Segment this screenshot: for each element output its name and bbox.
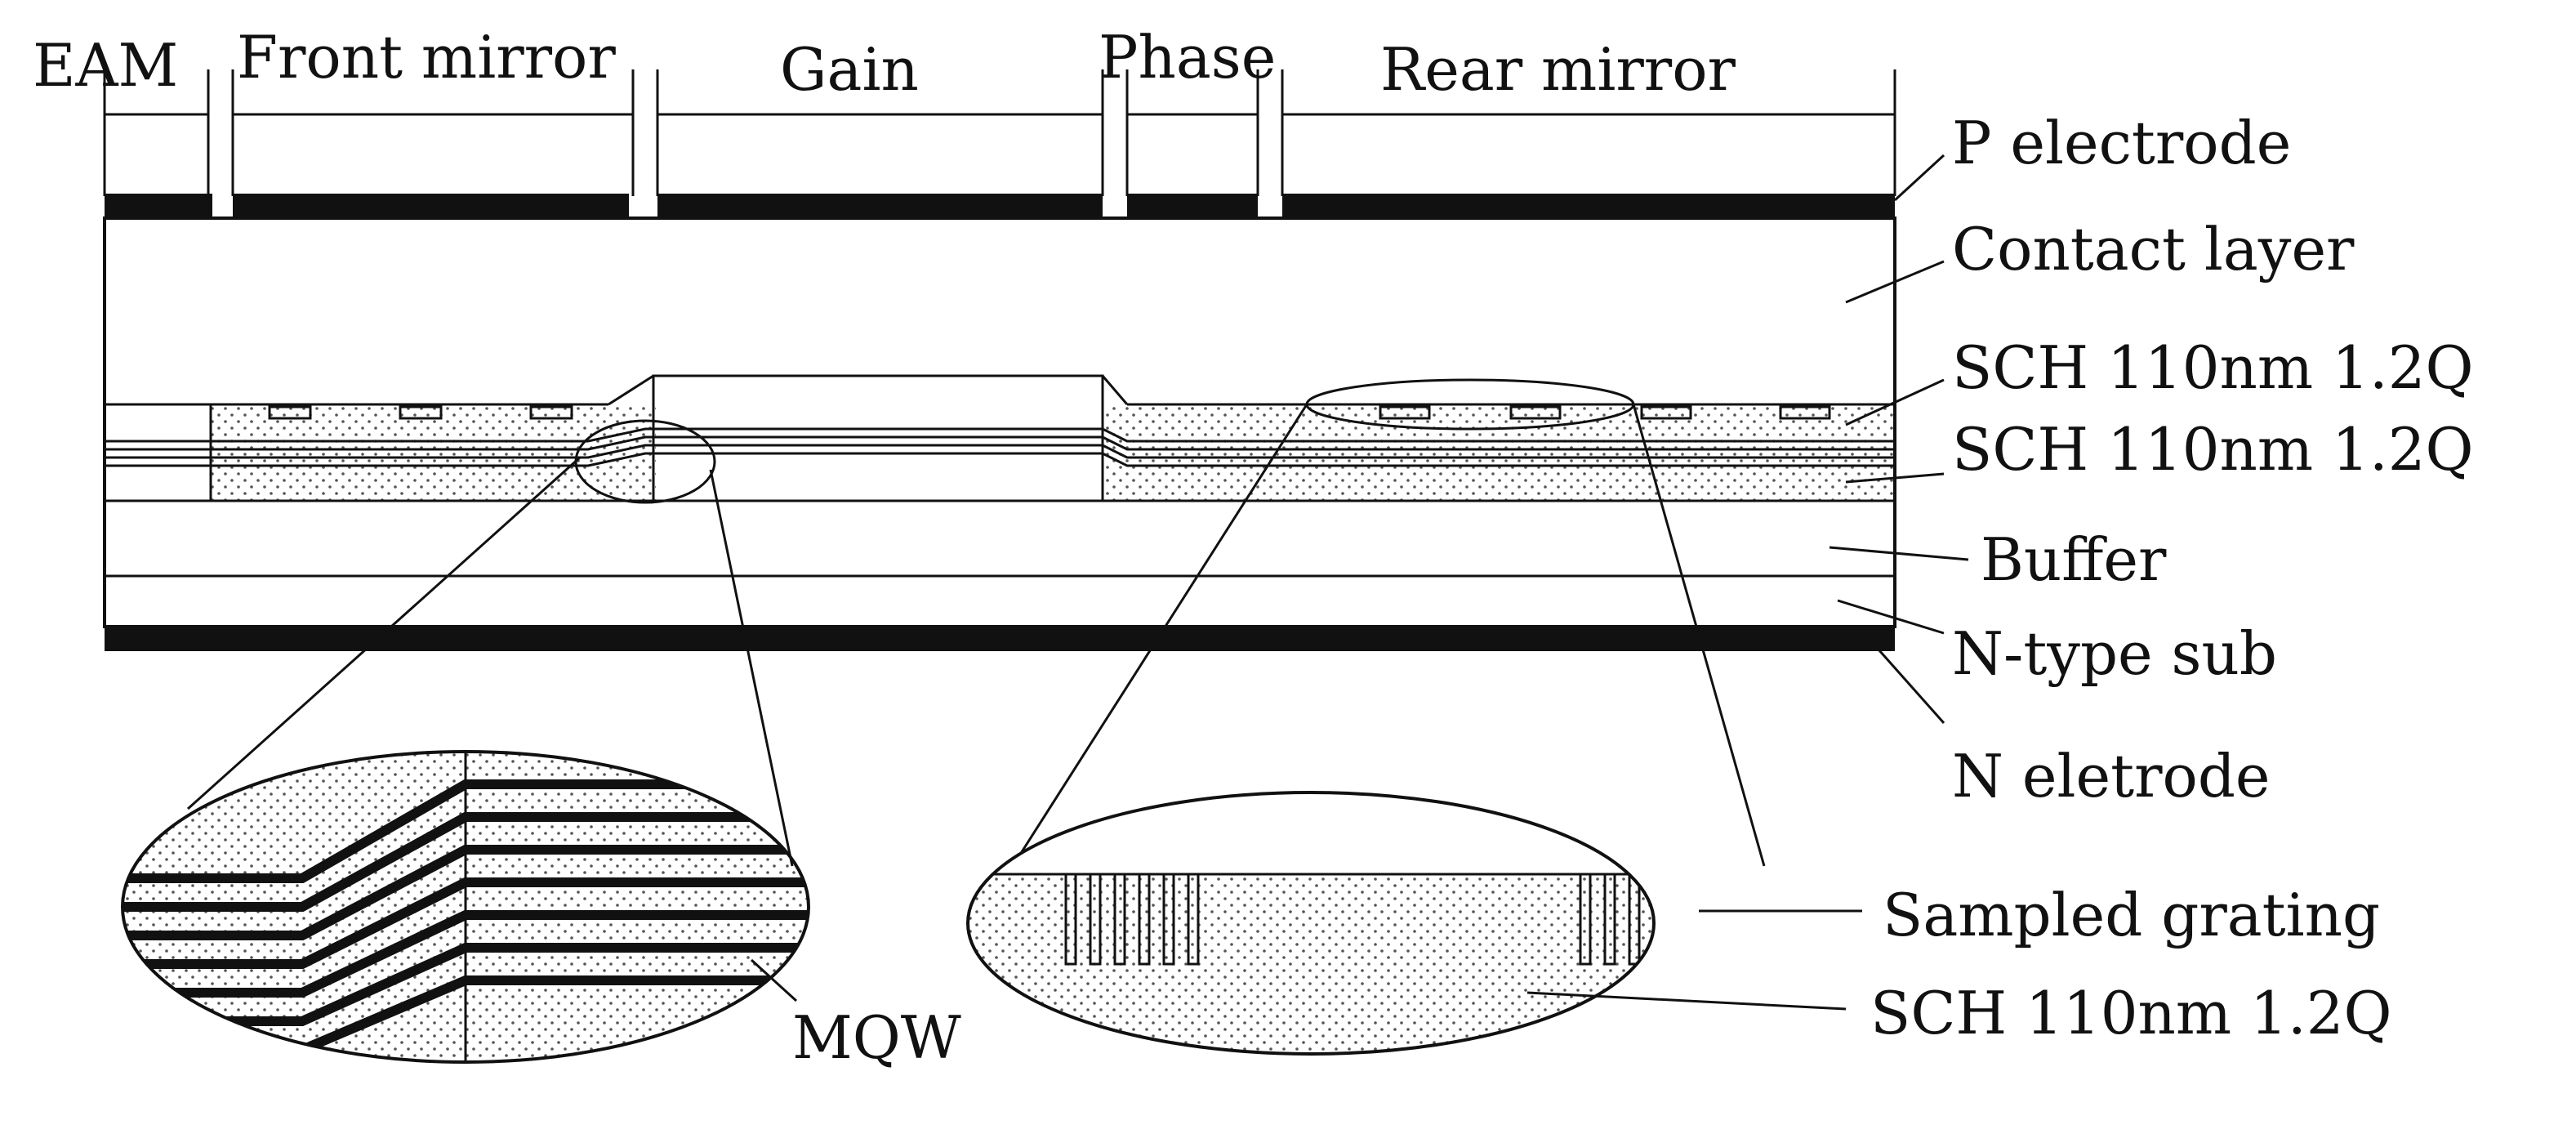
zoom-projection-lines	[186, 404, 1766, 867]
front-grating-teeth	[268, 405, 573, 420]
rear-grating-teeth	[1379, 405, 1831, 420]
mqw-zoom-view	[121, 750, 810, 1064]
label-front-mirror: Front mirror	[237, 23, 616, 92]
label-n-electrode: N eletrode	[1952, 742, 2271, 810]
section-dimension-lines	[103, 69, 1896, 196]
label-phase: Phase	[1099, 23, 1276, 92]
label-contact-layer: Contact layer	[1952, 215, 2355, 283]
label-sampled-grating: Sampled grating	[1883, 881, 2380, 949]
label-mqw: MQW	[792, 1003, 961, 1072]
label-gain: Gain	[780, 35, 919, 104]
label-rear-mirror: Rear mirror	[1380, 35, 1736, 104]
label-n-type-sub: N-type sub	[1952, 619, 2277, 688]
label-sch-zoom: SCH 110nm 1.2Q	[1870, 979, 2392, 1047]
device-cross-section	[103, 194, 1896, 651]
layer-labels: P electrode Contact layer SCH 110nm 1.2Q…	[1952, 109, 2474, 810]
zoom-labels: MQW Sampled grating SCH 110nm 1.2Q	[792, 881, 2392, 1072]
n-electrode-bar	[105, 627, 1895, 651]
label-eam: EAM	[33, 31, 178, 100]
p-electrode-bars	[105, 194, 1895, 218]
front-mirror-sch	[211, 404, 656, 501]
rear-mirror-sch	[1103, 404, 1895, 501]
layer-leader-lines	[750, 154, 1969, 1011]
label-sch-lower: SCH 110nm 1.2Q	[1952, 415, 2474, 484]
label-buffer: Buffer	[1981, 525, 2167, 594]
mqw-layer-lines	[105, 427, 1895, 467]
grating-zoom-view	[966, 791, 1656, 1056]
label-p-electrode: P electrode	[1952, 109, 2291, 177]
section-labels: EAM Front mirror Gain Phase Rear mirror	[33, 23, 1736, 104]
label-sch-upper: SCH 110nm 1.2Q	[1952, 333, 2474, 402]
